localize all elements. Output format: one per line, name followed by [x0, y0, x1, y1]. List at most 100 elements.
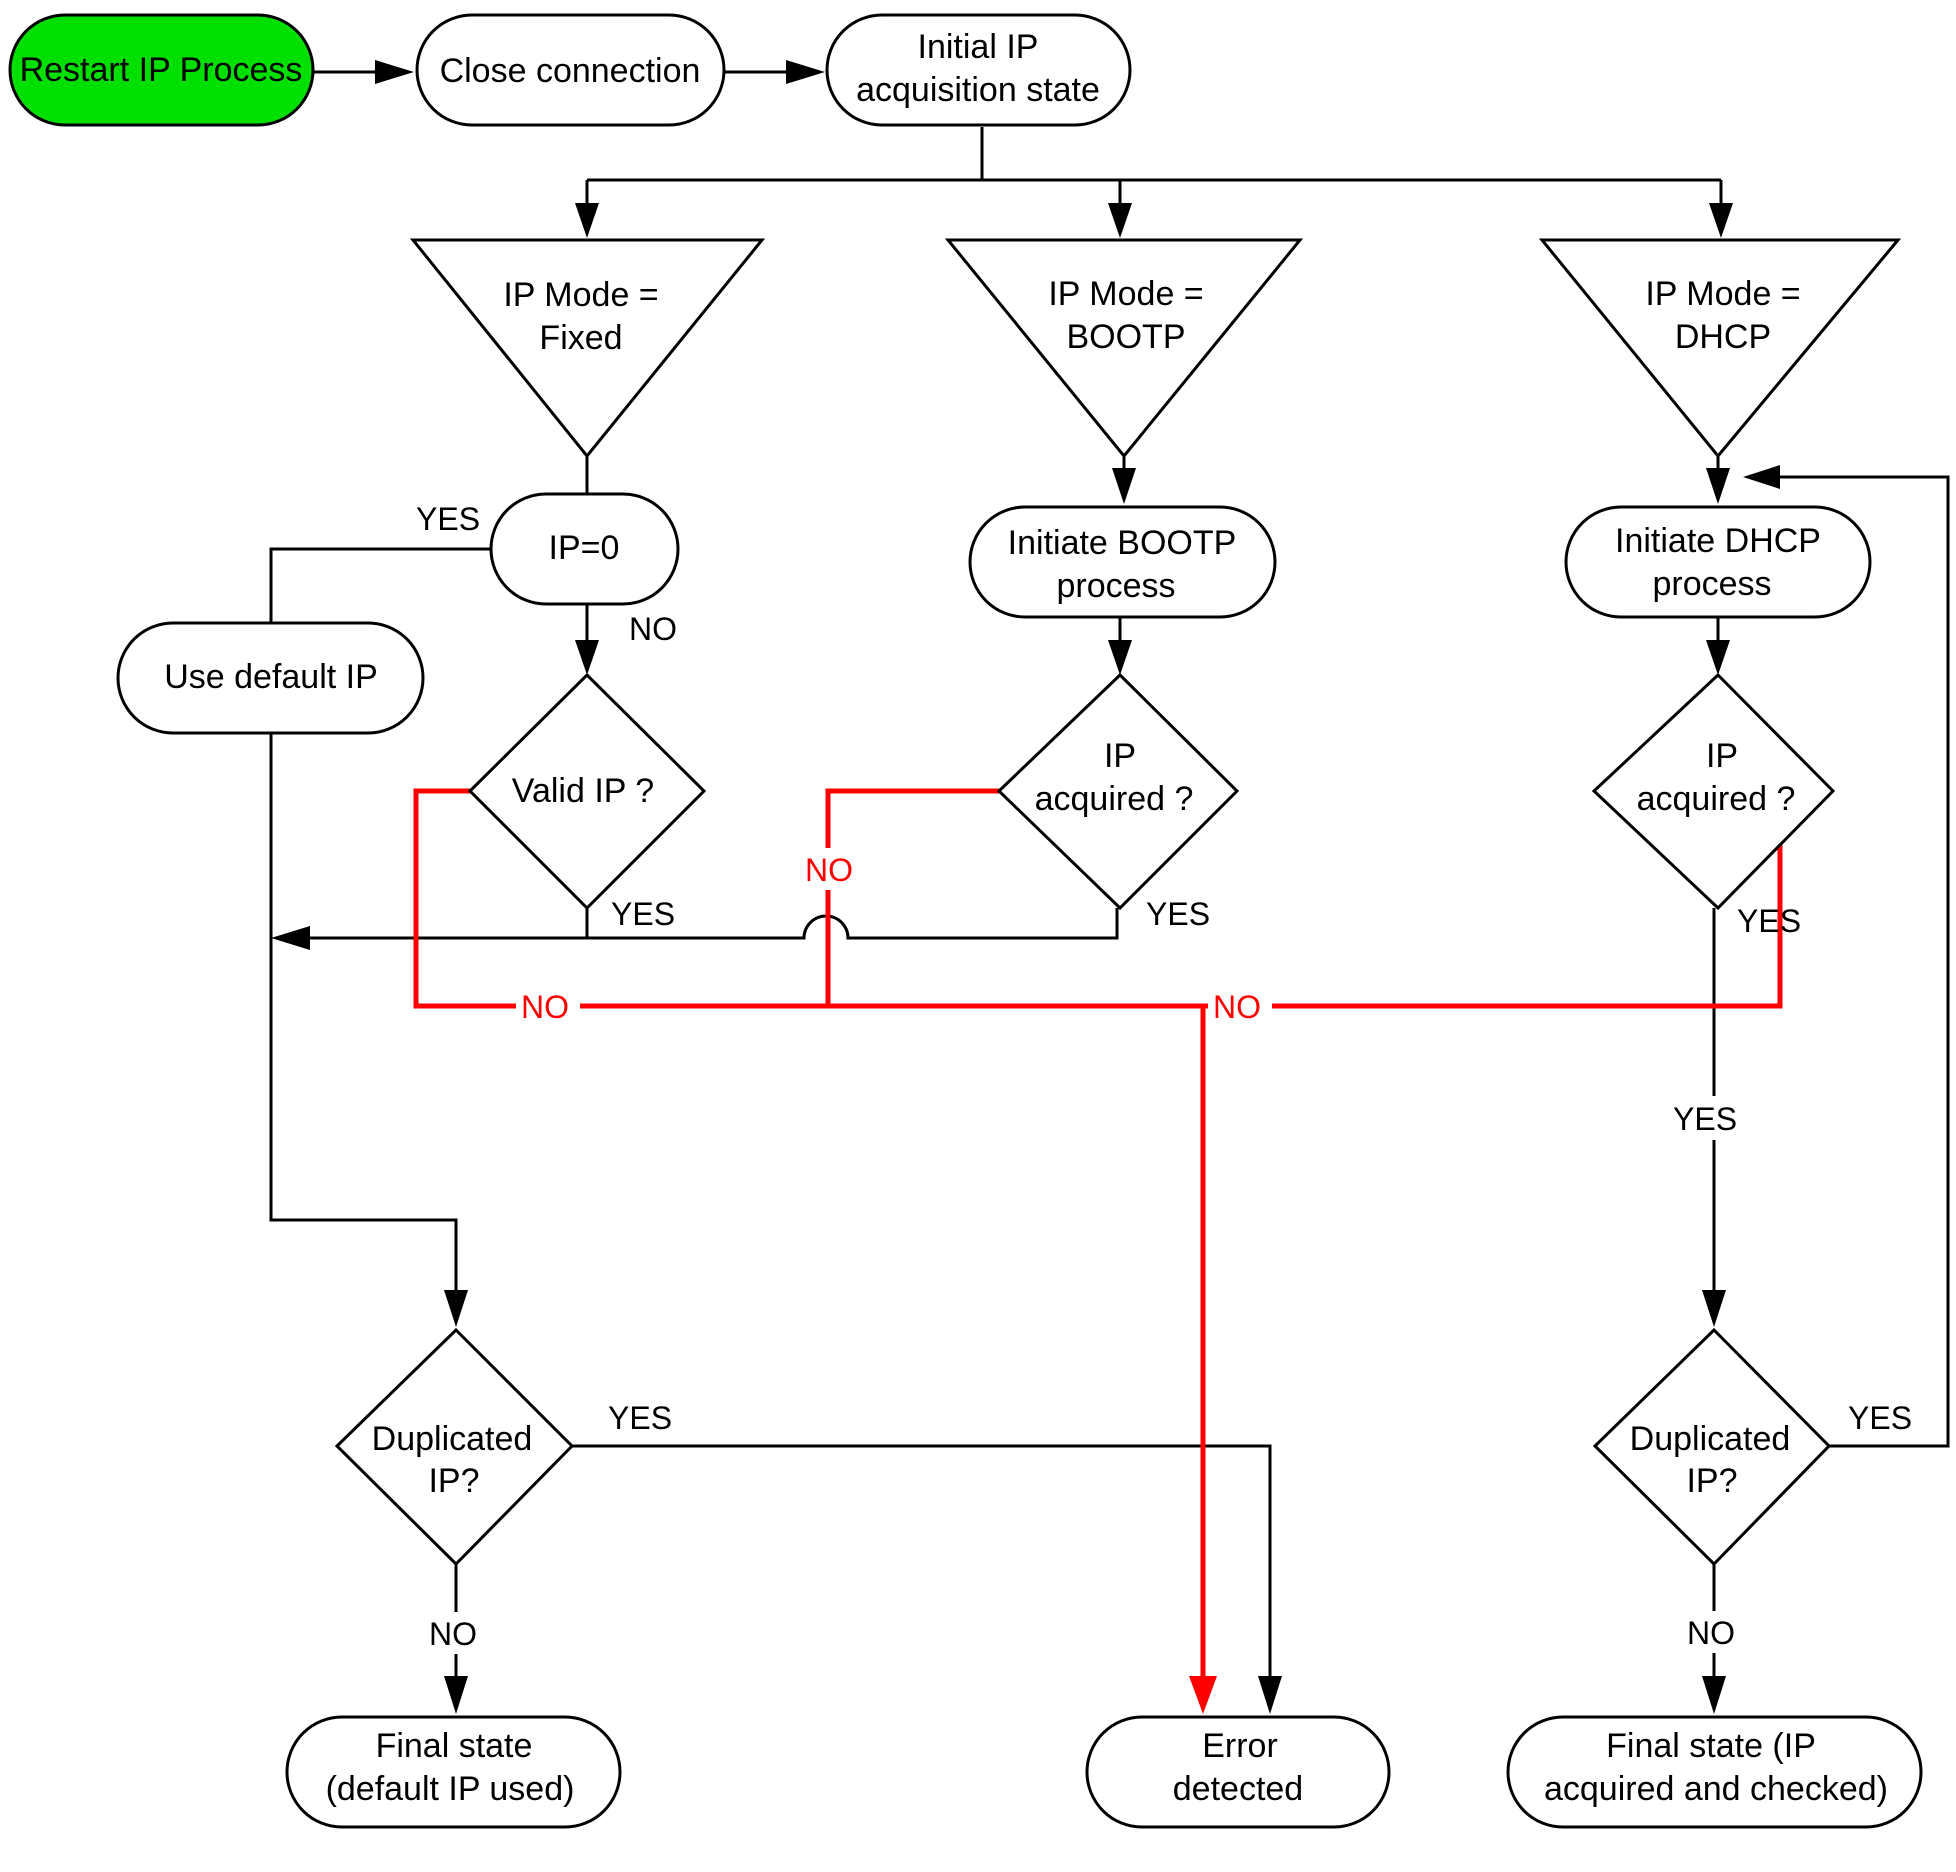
terminal-shape	[285, 1715, 622, 1829]
label-bootp-yes: YES	[1146, 896, 1210, 932]
valid-ip-label: Valid IP ?	[512, 772, 654, 810]
dup-left-line2: IP?	[428, 1462, 479, 1500]
init-bootp-line2: process	[1056, 567, 1175, 605]
arrowhead	[271, 926, 310, 950]
label-dhcp-yes-mid: YES	[1673, 1101, 1737, 1137]
node-ip-zero: IP=0	[489, 492, 680, 606]
node-dhcp-acquired: IP acquired ?	[1591, 672, 1836, 911]
arrowhead	[1108, 640, 1132, 675]
terminal-shape	[825, 13, 1132, 127]
init-dhcp-line1: Initiate DHCP	[1615, 522, 1821, 560]
dhcp-acquired-line1: IP	[1706, 737, 1738, 775]
label-bg	[516, 987, 580, 1027]
node-final-dhcp: Final state (IP acquired and checked)	[1506, 1715, 1923, 1829]
initial-label-line1: Initial IP	[918, 28, 1039, 66]
arrowhead	[444, 1290, 468, 1327]
arrowhead	[1706, 468, 1730, 504]
node-mode-fixed: IP Mode = Fixed	[409, 238, 766, 459]
diamond-shape	[467, 672, 707, 911]
label-bg	[1668, 1096, 1758, 1140]
arrowhead	[1258, 1676, 1282, 1714]
label-dup-left-yes: YES	[608, 1400, 672, 1436]
node-dup-right: Duplicated IP?	[1592, 1327, 1832, 1567]
arrowhead	[1112, 468, 1136, 504]
node-bootp-acquired: IP acquired ?	[996, 672, 1240, 911]
node-init-dhcp: Initiate DHCP process	[1564, 505, 1872, 619]
close-label: Close connection	[440, 52, 701, 90]
restart-label: Restart IP Process	[20, 51, 303, 89]
arrowhead	[786, 60, 825, 84]
node-mode-bootp: IP Mode = BOOTP	[944, 238, 1304, 459]
init-bootp-line1: Initiate BOOTP	[1008, 524, 1237, 562]
dup-left-line1: Duplicated	[372, 1420, 533, 1458]
label-dhcp-yes: YES	[1737, 903, 1801, 939]
label-bg	[1682, 1611, 1746, 1653]
dhcp-acquired-line2: acquired ?	[1637, 780, 1796, 818]
diamond-shape	[996, 672, 1240, 911]
use-default-label: Use default IP	[164, 658, 378, 696]
label-dup-right-yes: YES	[1848, 1400, 1912, 1436]
node-restart: Restart IP Process	[8, 13, 315, 127]
edges	[269, 60, 1950, 1714]
final-dhcp-line2: acquired and checked)	[1544, 1770, 1888, 1808]
arrowhead	[1743, 465, 1780, 489]
edge-yes-merge-line	[300, 908, 1119, 940]
mode-bootp-line2: BOOTP	[1066, 318, 1185, 356]
mode-fixed-line1: IP Mode =	[503, 276, 658, 314]
arrowhead	[444, 1676, 468, 1714]
edge-labels: YES NO YES NO YES YES YES NO NO YES NO Y…	[416, 501, 1912, 1654]
label-bg	[1208, 987, 1272, 1027]
arrowhead-red	[1189, 1676, 1217, 1714]
label-ip0-yes: YES	[416, 501, 480, 537]
node-final-default: Final state (default IP used)	[285, 1715, 622, 1829]
error-line2: detected	[1173, 1770, 1303, 1808]
node-dup-left: Duplicated IP?	[334, 1327, 575, 1567]
edge-default-to-dup-left	[269, 733, 458, 1300]
bootp-acquired-line2: acquired ?	[1035, 780, 1194, 818]
edge-dup-right-yes-loop	[1770, 475, 1950, 1448]
ip-zero-label: IP=0	[549, 529, 620, 567]
bootp-acquired-line1: IP	[1104, 737, 1136, 775]
edge-ip0-yes-to-default	[269, 547, 491, 623]
arrowhead	[1108, 203, 1132, 238]
mode-dhcp-line2: DHCP	[1675, 318, 1771, 356]
mode-bootp-line1: IP Mode =	[1048, 275, 1203, 313]
error-line1: Error	[1202, 1727, 1278, 1765]
label-dhcp-no: NO	[1213, 989, 1261, 1025]
terminal-shape	[1085, 1715, 1391, 1829]
arrowhead	[1702, 1290, 1726, 1327]
init-dhcp-line2: process	[1652, 565, 1771, 603]
mode-dhcp-line1: IP Mode =	[1645, 275, 1800, 313]
terminal-shape	[489, 492, 680, 606]
dup-right-line1: Duplicated	[1630, 1420, 1791, 1458]
terminal-shape	[415, 13, 726, 127]
terminal-shape	[968, 505, 1277, 619]
label-valid-yes: YES	[611, 896, 675, 932]
final-dhcp-line1: Final state (IP	[1606, 1727, 1816, 1765]
label-bg	[424, 1612, 488, 1654]
diamond-shape	[1592, 1327, 1832, 1567]
start-terminal	[8, 13, 315, 127]
final-default-line1: Final state	[376, 1727, 533, 1765]
node-error: Error detected	[1085, 1715, 1391, 1829]
dup-right-line2: IP?	[1686, 1462, 1737, 1500]
initial-label-line2: acquisition state	[856, 71, 1100, 109]
edge-initial-branch	[587, 127, 1721, 182]
diamond-shape	[1591, 672, 1836, 911]
arrowhead	[1709, 203, 1733, 238]
node-close: Close connection	[415, 13, 726, 127]
arrowhead	[1706, 640, 1730, 675]
diamond-shape	[334, 1327, 575, 1567]
label-ip0-no: NO	[629, 611, 677, 647]
node-initial: Initial IP acquisition state	[825, 13, 1132, 127]
label-dup-left-no: NO	[429, 1616, 477, 1652]
node-valid-ip: Valid IP ?	[467, 672, 707, 911]
final-default-line2: (default IP used)	[326, 1770, 575, 1808]
edge-red-bootp-no	[825, 788, 999, 1006]
terminal-shape	[1564, 505, 1872, 619]
label-bg	[800, 848, 860, 890]
edge-dup-left-yes-to-error	[572, 1444, 1272, 1690]
arrowhead	[1702, 1676, 1726, 1714]
arrowhead	[375, 60, 414, 84]
